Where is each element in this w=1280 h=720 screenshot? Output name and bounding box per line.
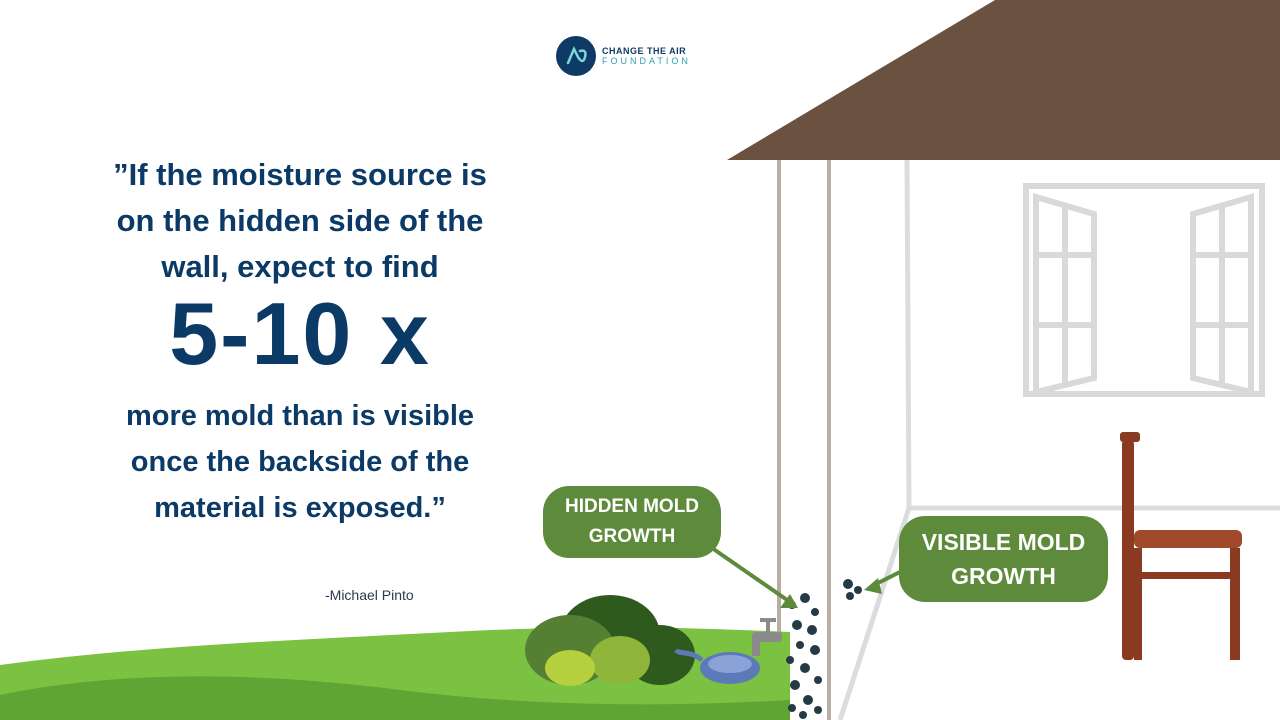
logo-line-2: FOUNDATION: [602, 56, 691, 66]
change-the-air-logo-icon: [556, 36, 596, 76]
wooden-chair: [1120, 432, 1242, 660]
visible-mold-label: VISIBLE MOLD GROWTH: [899, 516, 1108, 602]
quote-bottom: more mold than is visible once the backs…: [125, 400, 475, 524]
quote-top: ”If the moisture source is on the hidden…: [113, 157, 487, 284]
garden-hose: [674, 648, 760, 684]
interior-room-lines: [837, 159, 1280, 720]
quote-highlight: 5-10 x: [169, 284, 431, 383]
open-window: [1023, 183, 1265, 397]
bushes: [525, 595, 695, 686]
hidden-mold-label: HIDDEN MOLD GROWTH: [543, 486, 721, 558]
quote-attribution: -Michael Pinto: [325, 587, 414, 603]
house-wall: [777, 160, 831, 720]
roof: [727, 0, 1280, 160]
logo-line-1: CHANGE THE AIR: [602, 46, 687, 56]
faucet: [752, 618, 782, 656]
hidden-label-arrow: [710, 546, 798, 608]
visible-mold-spots: [843, 579, 862, 600]
visible-label-arrow: [864, 570, 901, 594]
hidden-mold-spots: [786, 593, 822, 719]
foundation-logo: CHANGE THE AIR FOUNDATION: [556, 36, 691, 76]
